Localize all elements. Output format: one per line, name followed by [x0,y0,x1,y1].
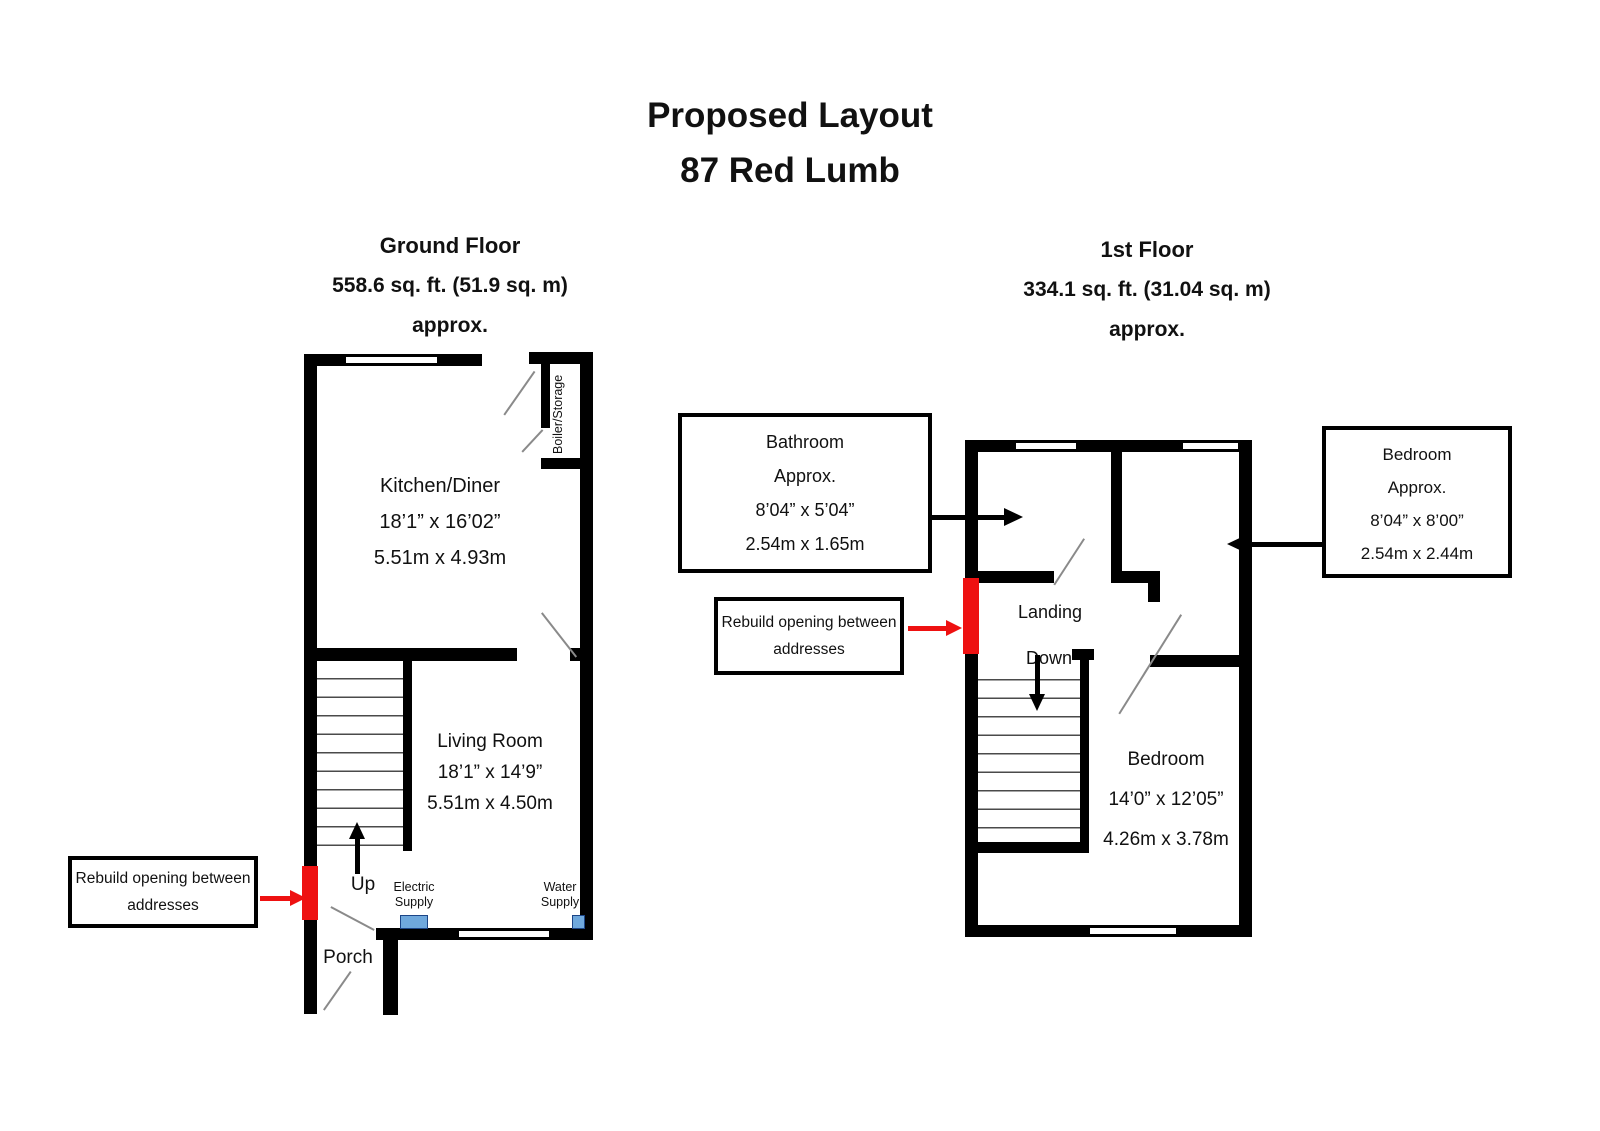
ff-bedroom-imperial: 14’0” x 12’05” [1108,789,1224,810]
gf-wall-top-boiler [529,352,593,364]
gf-staircase [317,661,403,851]
gf-living-imperial: 18’1” x 14’9” [437,762,543,783]
gf-rebuild-arrow-shaft [260,896,292,901]
gf-living-name: Living Room [437,731,543,752]
gf-living-window [458,930,550,938]
ff-bedroom-callout-box: Bedroom Approx. 8’04” x 8’00” 2.54m x 2.… [1322,426,1512,578]
ff-bathroom-callout-imperial: 8’04” x 5’04” [755,500,855,520]
ff-down-arrow-head [1029,694,1045,711]
ff-bathroom-bottom-wall [978,571,1054,583]
gf-up-label: Up [350,874,376,895]
ff-bathroom-arrow-head [1004,508,1023,526]
gf-porch-label: Porch [323,947,373,968]
gf-boiler-storage-label: Boiler/Storage [551,374,565,454]
ff-rebuild-note-text: Rebuild opening between addresses [721,614,897,658]
ff-rebuild-arrow-head [946,620,962,636]
gf-kitchen-living-divider-wall [310,648,517,661]
ff-stair-bottom-wall [978,842,1089,853]
ff-rebuild-arrow-shaft [908,626,948,631]
gf-rebuild-note-text: Rebuild opening between addresses [75,870,251,914]
page-title-line1: Proposed Layout [647,96,933,135]
gf-stair-wall [403,661,412,851]
ff-down-arrow-shaft [1035,655,1040,695]
ff-bathroom-callout-approx: Approx. [773,466,837,486]
ff-rebuild-opening-highlight [963,578,979,654]
gf-entry-door-swing [503,370,536,416]
ff-landing-label: Landing [1017,602,1083,622]
ff-bedroom-callout-metric: 2.54m x 2.44m [1360,544,1474,563]
gf-living-metric: 5.51m x 4.50m [427,793,553,814]
ground-floor-header: Ground Floor 558.6 sq. ft. (51.9 sq. m) … [290,226,610,346]
ff-bedroom-window [1089,927,1177,935]
ff-bedroom-metric: 4.26m x 3.78m [1103,829,1229,850]
gf-porch-wall-right [383,940,398,1015]
gf-electric-supply-box [400,915,428,929]
page-title-line2: 87 Red Lumb [680,151,900,190]
gf-water-supply-box [572,915,585,929]
ff-bathroom-callout-metric: 2.54m x 1.65m [745,534,865,554]
gf-electric-supply-label: Electric Supply [393,880,435,909]
gf-kitchen-window [345,356,438,364]
gf-kitchen-name: Kitchen/Diner [379,475,501,497]
gf-water-supply-label: Water Supply [540,880,580,909]
ff-bedroom-name: Bedroom [1127,749,1205,770]
gf-up-arrow-head [349,822,365,839]
ground-floor-name: Ground Floor [379,233,521,258]
gf-boiler-door-swing [521,429,544,453]
first-floor-area: 334.1 sq. ft. (31.04 sq. m) [1023,278,1271,301]
ff-l-wall-vertical [1148,583,1160,602]
gf-kitchen-label: Kitchen/Diner 18’1” x 16’02” 5.51m x 4.9… [330,468,550,576]
ff-bathroom-door-swing [1053,538,1085,586]
gf-porch-front-door-swing [323,971,352,1011]
ff-bedroom-callout-approx: Approx. [1387,478,1447,497]
ground-floor-approx: approx. [412,314,488,337]
ff-bedroom-label: Bedroom 14’0” x 12’05” 4.26m x 3.78m [1056,740,1276,860]
gf-kitchen-metric: 5.51m x 4.93m [373,547,507,569]
ff-stair-wall [1080,649,1089,848]
ff-bathroom-callout-box: Bathroom Approx. 8’04” x 5’04” 2.54m x 1… [678,413,932,573]
gf-living-door-swing [541,612,578,658]
gf-porch-entry-door-swing [330,906,375,931]
ff-small-bedroom-window [1182,442,1239,450]
ff-staircase [978,662,1080,842]
ground-floor-area: 558.6 sq. ft. (51.9 sq. m) [332,274,568,297]
ff-bedroom-arrow-shaft [1246,542,1324,547]
ff-bathroom-window [1015,442,1077,450]
ff-down-label: Down [1025,648,1073,668]
ff-wall-left [965,440,978,937]
ff-bathroom-bedroom-divider [1111,452,1122,573]
ff-bedroom-callout-imperial: 8’04” x 8’00” [1370,511,1464,530]
ff-wall-right [1239,440,1252,937]
gf-wall-right [580,352,593,940]
ff-bedroom-arrow-head [1227,535,1246,553]
gf-rebuild-arrow-head [290,890,306,906]
first-floor-approx: approx. [1109,318,1185,341]
gf-living-label: Living Room 18’1” x 14’9” 5.51m x 4.50m [380,726,600,819]
ff-bathroom-callout-name: Bathroom [765,432,845,452]
page-title: Proposed Layout 87 Red Lumb [500,88,1080,198]
gf-boiler-closet-wall [541,364,550,428]
gf-rebuild-opening-highlight [302,866,318,920]
gf-up-arrow-shaft [355,838,360,874]
gf-kitchen-imperial: 18’1” x 16’02” [379,511,501,533]
first-floor-name: 1st Floor [1100,237,1194,262]
ff-rebuild-note-box: Rebuild opening between addresses [714,597,904,675]
ff-bathroom-arrow-shaft [932,515,1006,520]
ff-l-wall-horizontal [1111,571,1160,583]
gf-boiler-closet-bottom-wall [541,458,580,469]
first-floor-header: 1st Floor 334.1 sq. ft. (31.04 sq. m) ap… [987,230,1307,350]
gf-wall-left [304,354,317,1014]
ff-bedroom-callout-name: Bedroom [1382,445,1452,464]
ff-landing-bedroom-wall [1150,655,1240,667]
gf-rebuild-note-box: Rebuild opening between addresses [68,856,258,928]
